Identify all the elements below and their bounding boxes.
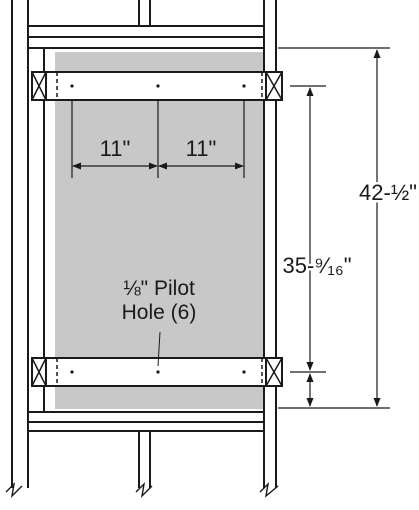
dimension-label-left: 11" xyxy=(100,136,131,161)
pilot-hole-leader-line xyxy=(157,331,161,367)
pilot-hole-marker xyxy=(242,370,246,374)
pilot-hole-marker xyxy=(156,370,160,374)
dimension-label-total-height: 42-½" xyxy=(359,180,417,205)
bottom-mounting-rail xyxy=(31,357,283,387)
pilot-hole-marker xyxy=(70,84,74,88)
dimension-label-rail-spacing: 35-⁹⁄₁₆" xyxy=(283,253,352,278)
break-mark xyxy=(5,481,23,499)
wall-panel xyxy=(55,52,264,409)
dimension-label-right: 11" xyxy=(186,136,217,161)
pilot-hole-label-line2: Hole (6) xyxy=(122,301,197,324)
break-mark xyxy=(135,481,153,499)
top-mounting-rail xyxy=(31,71,283,101)
break-mark xyxy=(259,481,279,498)
pilot-hole-marker xyxy=(70,370,74,374)
pilot-hole-marker xyxy=(242,84,246,88)
pilot-hole-marker xyxy=(156,84,160,88)
pilot-hole-label-line1: ⅛" Pilot xyxy=(123,277,195,300)
